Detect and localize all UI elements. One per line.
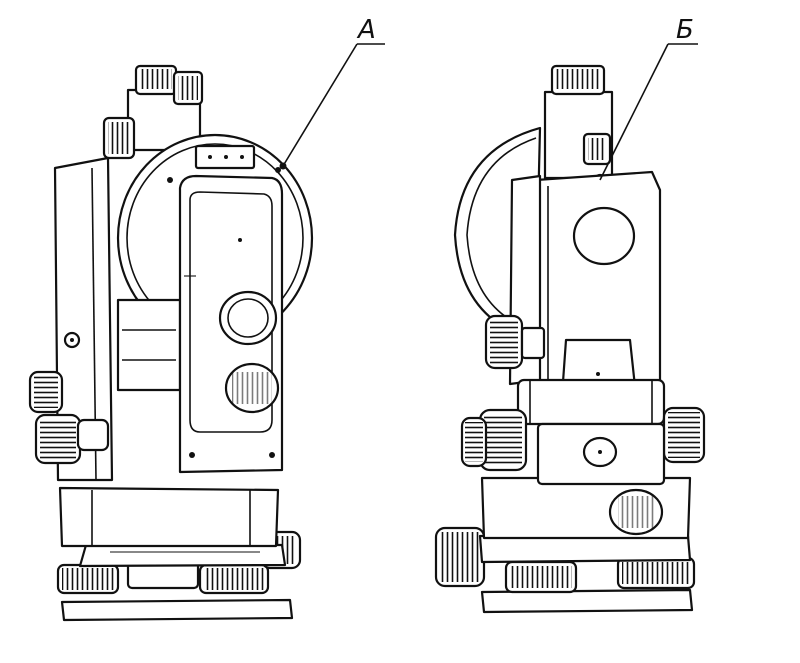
right-theodolite [434, 64, 706, 614]
right-levelling-screws [434, 526, 696, 594]
left-front-knobs [218, 290, 280, 414]
callout-label-a: А [356, 15, 376, 45]
left-lower-housing [58, 486, 280, 548]
callout-label-b: Б [676, 15, 694, 45]
right-base-plate [480, 588, 694, 614]
left-telescope [102, 64, 204, 160]
right-telescope [543, 64, 614, 180]
left-side-knobs [28, 370, 110, 465]
left-theodolite [28, 64, 314, 622]
callout-leader-b [599, 43, 669, 181]
left-base-plate [60, 598, 294, 622]
callout-leader-a [282, 43, 358, 167]
left-tribrach [78, 543, 287, 568]
right-axis-block [516, 378, 666, 426]
